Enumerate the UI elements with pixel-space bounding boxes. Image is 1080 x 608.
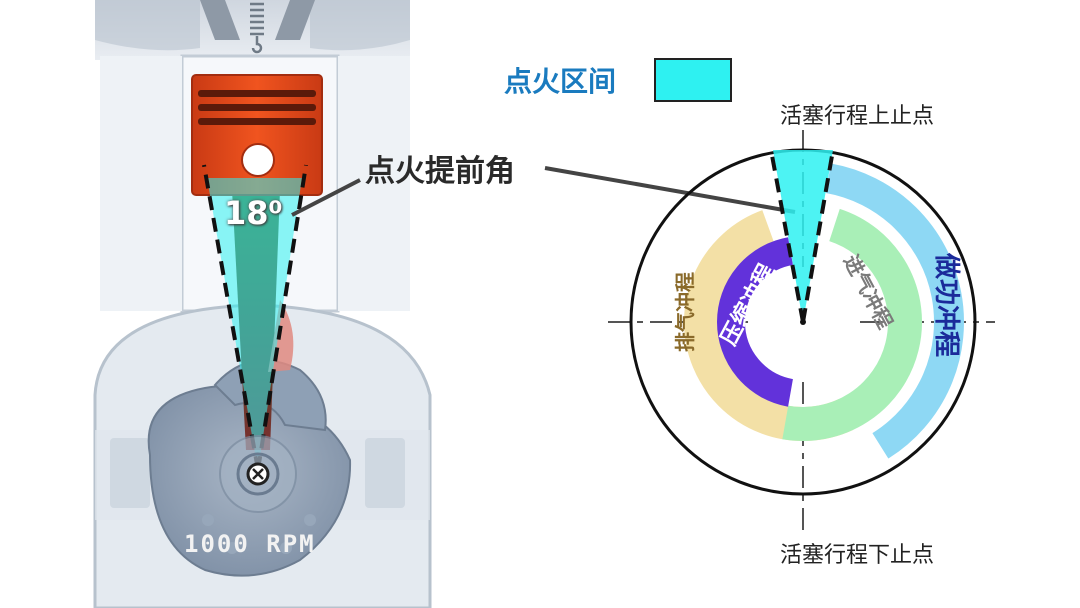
crankcase-rib-right: [365, 438, 405, 508]
advance-leader-right: [544, 166, 796, 214]
power-stroke-band: [825, 163, 964, 459]
head-shading: [95, 0, 200, 51]
legend-swatch: [654, 58, 732, 102]
compression-stroke-band: [717, 237, 794, 407]
advance-leader-left: [291, 178, 361, 217]
engine-speed-label: 1000 RPM: [184, 530, 316, 558]
top-dead-center-label: 活塞行程上止点: [780, 104, 935, 129]
exhaust-valve: [275, 0, 315, 40]
ignition-advance-label: 点火提前角: [365, 154, 515, 189]
piston-icon: [191, 74, 323, 196]
valve-spring-icon: [250, 2, 264, 54]
crankcase-rib-left: [110, 438, 150, 508]
engine-illustration: [93, 0, 432, 608]
head-shading-right: [310, 0, 410, 51]
ignition-advance-cone: [207, 178, 302, 470]
interval-boundary-left: [769, 149, 805, 323]
crankshaft-center-icon: [202, 435, 316, 554]
intake-valve: [200, 0, 240, 40]
advance-boundary-left: [202, 164, 260, 471]
advance-angle-value: 18⁰: [224, 194, 283, 232]
advance-boundary-right: [256, 164, 308, 471]
bottom-dead-center-label: 活塞行程下止点: [780, 543, 935, 568]
legend-title: 点火区间: [504, 65, 617, 98]
crank-center-point: [800, 319, 806, 325]
exhaust-stroke-label: 排气冲程: [673, 272, 697, 352]
interval-boundary-right: [801, 149, 835, 323]
cycle-diagram: 做功冲程 排气冲程 压缩冲程 进气冲程: [608, 130, 995, 530]
intake-stroke-band: [782, 208, 922, 441]
cylinder-wall-left: [100, 56, 182, 311]
ignition-interval-cone: [773, 150, 833, 322]
power-stroke-label: 做功冲程: [931, 252, 961, 357]
